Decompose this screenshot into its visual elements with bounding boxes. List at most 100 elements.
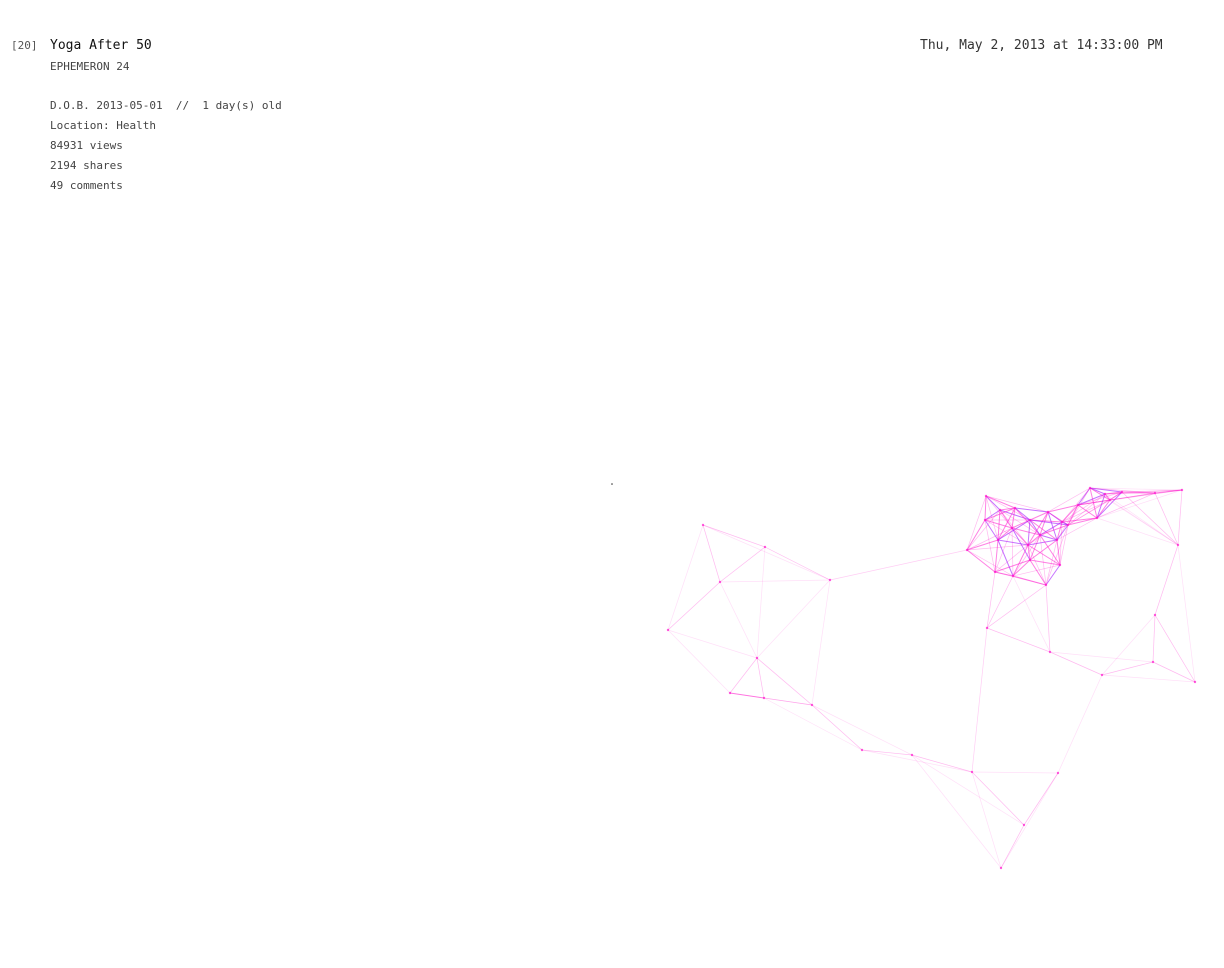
network-edge bbox=[861, 749, 973, 773]
network-edge bbox=[1067, 517, 1098, 526]
network-edge bbox=[997, 539, 1014, 577]
network-edge bbox=[1029, 519, 1058, 541]
network-edge bbox=[1012, 544, 1029, 577]
network-node bbox=[728, 691, 732, 695]
network-edge bbox=[1104, 489, 1183, 495]
network-edge bbox=[999, 509, 1041, 536]
network-edge bbox=[1011, 527, 1031, 561]
network-edge bbox=[966, 495, 987, 551]
network-edge bbox=[1027, 534, 1041, 546]
network-edge bbox=[984, 519, 999, 541]
network-edge bbox=[971, 771, 1059, 774]
network-edge bbox=[1039, 534, 1047, 586]
network-edge bbox=[1077, 491, 1123, 506]
network-edge bbox=[1000, 824, 1025, 869]
network-edge bbox=[1012, 575, 1047, 586]
network-edge bbox=[985, 495, 1049, 513]
network-node bbox=[983, 518, 987, 522]
network-edge bbox=[994, 544, 1029, 573]
network-edge bbox=[1056, 517, 1098, 541]
network-edge bbox=[1012, 575, 1051, 653]
network-node bbox=[984, 494, 988, 498]
network-node bbox=[763, 545, 767, 549]
network-edge bbox=[1121, 491, 1179, 546]
network-edge bbox=[1027, 544, 1061, 566]
network-edge bbox=[764, 546, 831, 581]
network-edge bbox=[861, 749, 913, 756]
network-edge bbox=[1177, 544, 1196, 683]
network-node bbox=[1095, 516, 1099, 520]
network-edge bbox=[1077, 504, 1098, 519]
network-edge bbox=[999, 507, 1016, 511]
network-node bbox=[1048, 650, 1052, 654]
network-edge bbox=[729, 692, 765, 699]
network-node bbox=[1176, 543, 1180, 547]
network-edge bbox=[1045, 539, 1058, 586]
network-edge bbox=[1059, 521, 1063, 566]
network-edge bbox=[1096, 492, 1156, 519]
network-edge bbox=[1039, 534, 1058, 541]
network-node bbox=[1060, 520, 1064, 524]
network-edge bbox=[1056, 524, 1069, 541]
network-edge bbox=[1012, 534, 1041, 577]
network-edge bbox=[1067, 499, 1111, 526]
network-edge bbox=[1152, 614, 1156, 663]
network-edge bbox=[667, 629, 758, 659]
network-edge bbox=[1000, 772, 1059, 869]
network-edge bbox=[1039, 511, 1049, 536]
network-edge bbox=[1047, 487, 1091, 513]
network-edge bbox=[729, 692, 813, 706]
network-edge bbox=[1061, 504, 1079, 523]
network-edge bbox=[756, 579, 831, 659]
network-edge bbox=[1045, 584, 1051, 653]
network-edge bbox=[1077, 493, 1106, 506]
network-edge bbox=[811, 704, 863, 751]
network-edge bbox=[1121, 489, 1183, 493]
comments-count: 49 comments bbox=[50, 179, 123, 192]
network-node bbox=[1151, 660, 1155, 664]
network-edge bbox=[966, 539, 999, 551]
info-panel: D.O.B. 2013-05-01 // 1 day(s) old Locati… bbox=[50, 99, 282, 199]
network-node bbox=[1100, 673, 1104, 677]
network-edge bbox=[1045, 524, 1069, 586]
network-node bbox=[1056, 771, 1060, 775]
network-edge bbox=[985, 495, 1001, 511]
network-node bbox=[970, 770, 974, 774]
network-edge bbox=[1067, 487, 1091, 526]
network-edge bbox=[1029, 534, 1041, 561]
network-edge bbox=[1154, 489, 1183, 494]
network-edge bbox=[1029, 539, 1058, 561]
network-edge bbox=[1056, 539, 1061, 566]
network-node bbox=[1088, 486, 1092, 490]
network-edge bbox=[1096, 499, 1111, 519]
network-edge bbox=[1121, 491, 1156, 494]
network-edge bbox=[1011, 507, 1016, 529]
network-edge bbox=[997, 539, 1029, 546]
network-edge bbox=[1089, 487, 1123, 493]
network-edge bbox=[729, 657, 758, 694]
network-edge bbox=[911, 754, 1002, 869]
network-node bbox=[1180, 488, 1184, 492]
network-edge bbox=[1027, 544, 1031, 561]
network-edge bbox=[1023, 772, 1059, 826]
network-edge bbox=[1089, 487, 1098, 519]
network-edge bbox=[971, 771, 1002, 869]
network-edge bbox=[994, 527, 1013, 573]
network-edge bbox=[1061, 487, 1091, 523]
network-edge bbox=[1109, 492, 1156, 501]
network-edge bbox=[1067, 491, 1123, 526]
network-edge bbox=[667, 629, 731, 694]
network-edge bbox=[971, 627, 988, 773]
timestamp: Thu, May 2, 2013 at 14:33:00 PM bbox=[920, 38, 1163, 53]
network-edge bbox=[719, 581, 758, 659]
network-edge bbox=[1096, 517, 1179, 546]
network-node bbox=[1153, 613, 1157, 617]
network-node bbox=[1013, 506, 1017, 510]
network-edge bbox=[911, 754, 1025, 826]
network-edge bbox=[997, 507, 1016, 541]
network-edge bbox=[667, 524, 704, 631]
dob-text: D.O.B. 2013-05-01 // 1 day(s) old bbox=[50, 99, 282, 112]
network-node bbox=[999, 866, 1003, 870]
network-edge bbox=[984, 495, 987, 521]
network-edge bbox=[763, 697, 813, 706]
